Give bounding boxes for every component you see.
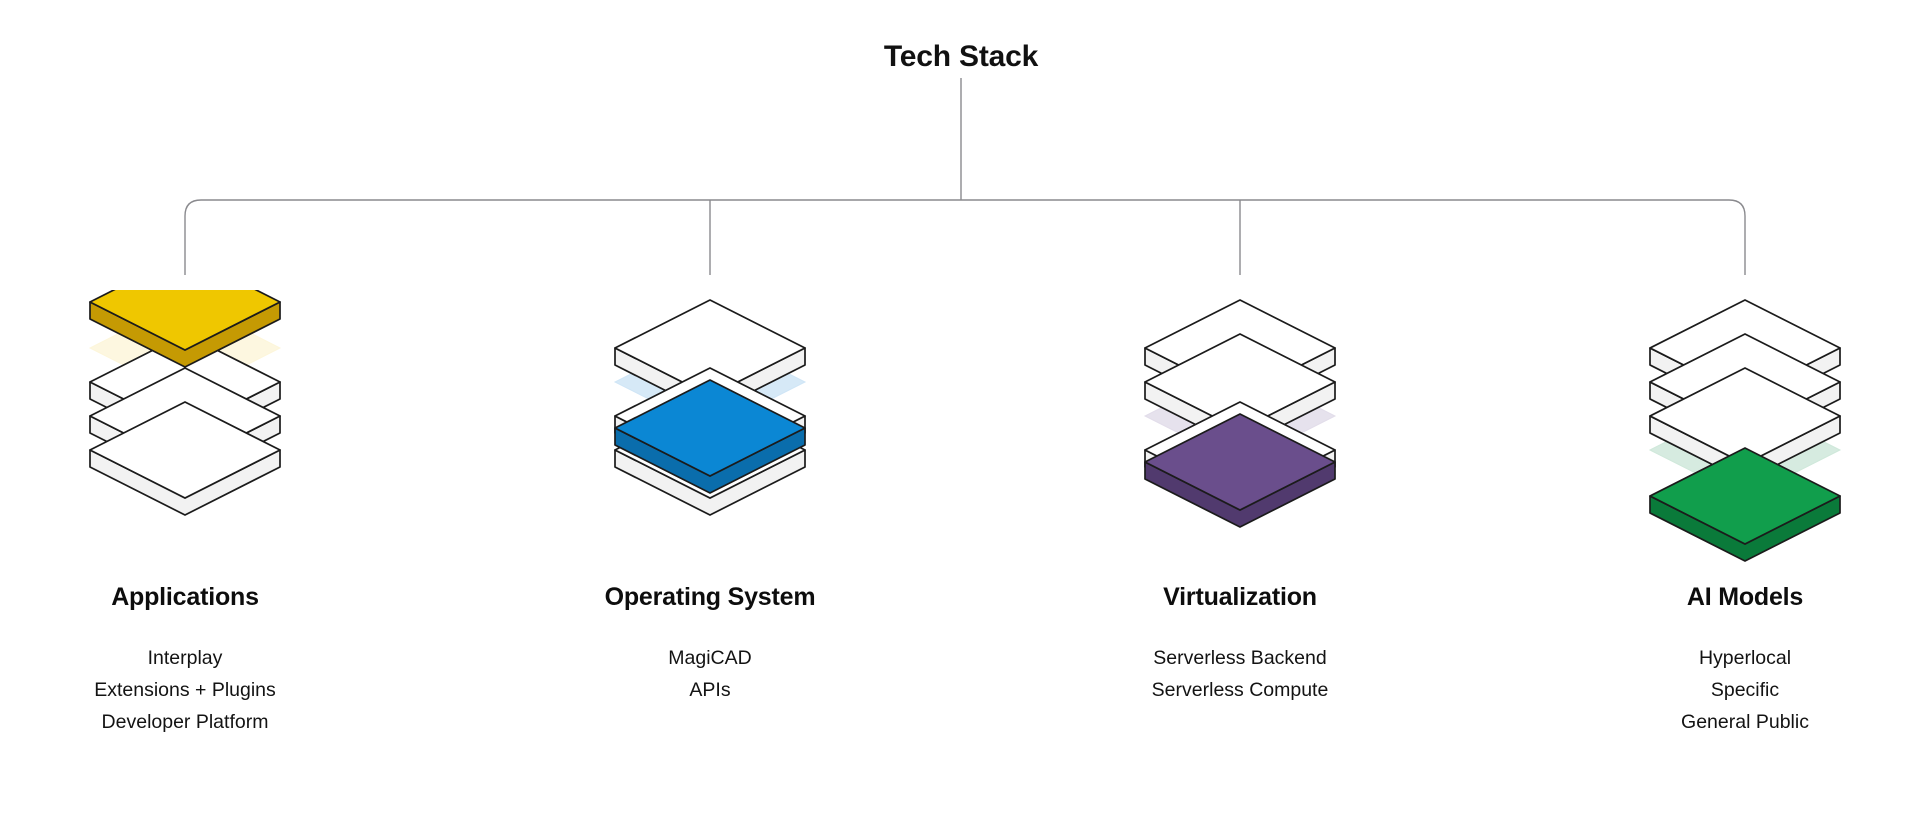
operating-system-layer-top (614, 379, 806, 477)
column-title-ai-models: AI Models (1686, 583, 1804, 611)
column-title-virtualization: Virtualization (1163, 583, 1317, 611)
list-item: Developer Platform (101, 711, 269, 734)
column-title-operating-system: Operating System (604, 583, 816, 611)
virtualization-layer-top (1144, 413, 1336, 511)
column-items-operating-system: MagiCAD APIs (520, 642, 900, 707)
list-item: MagiCAD (668, 646, 752, 669)
isometric-stack-icon (613, 299, 807, 516)
list-item: APIs (689, 678, 731, 701)
list-item: Interplay (147, 646, 223, 669)
applications-layer-top (89, 290, 281, 351)
isometric-stack-icon (1143, 299, 1337, 528)
layer-stack-operating-system[interactable] (520, 290, 900, 570)
ai-models-layer-top (1649, 447, 1841, 545)
layer-stack-applications[interactable] (0, 290, 375, 570)
list-item: Serverless Backend (1153, 646, 1327, 669)
list-item: Specific (1710, 678, 1780, 701)
list-item: Hyperlocal (1698, 646, 1792, 669)
list-item: General Public (1681, 711, 1809, 734)
plate-top (89, 401, 281, 499)
list-item: Serverless Compute (1151, 678, 1329, 701)
connector-bar (184, 199, 1746, 275)
layer-stack-virtualization[interactable] (1050, 290, 1430, 570)
list-item: Extensions + Plugins (94, 678, 276, 701)
isometric-stack-icon (88, 290, 282, 516)
page-title: Tech Stack (883, 40, 1039, 73)
layer-stack-ai-models[interactable] (1555, 290, 1922, 570)
isometric-stack-icon (1648, 299, 1842, 562)
column-title-applications: Applications (111, 583, 259, 611)
